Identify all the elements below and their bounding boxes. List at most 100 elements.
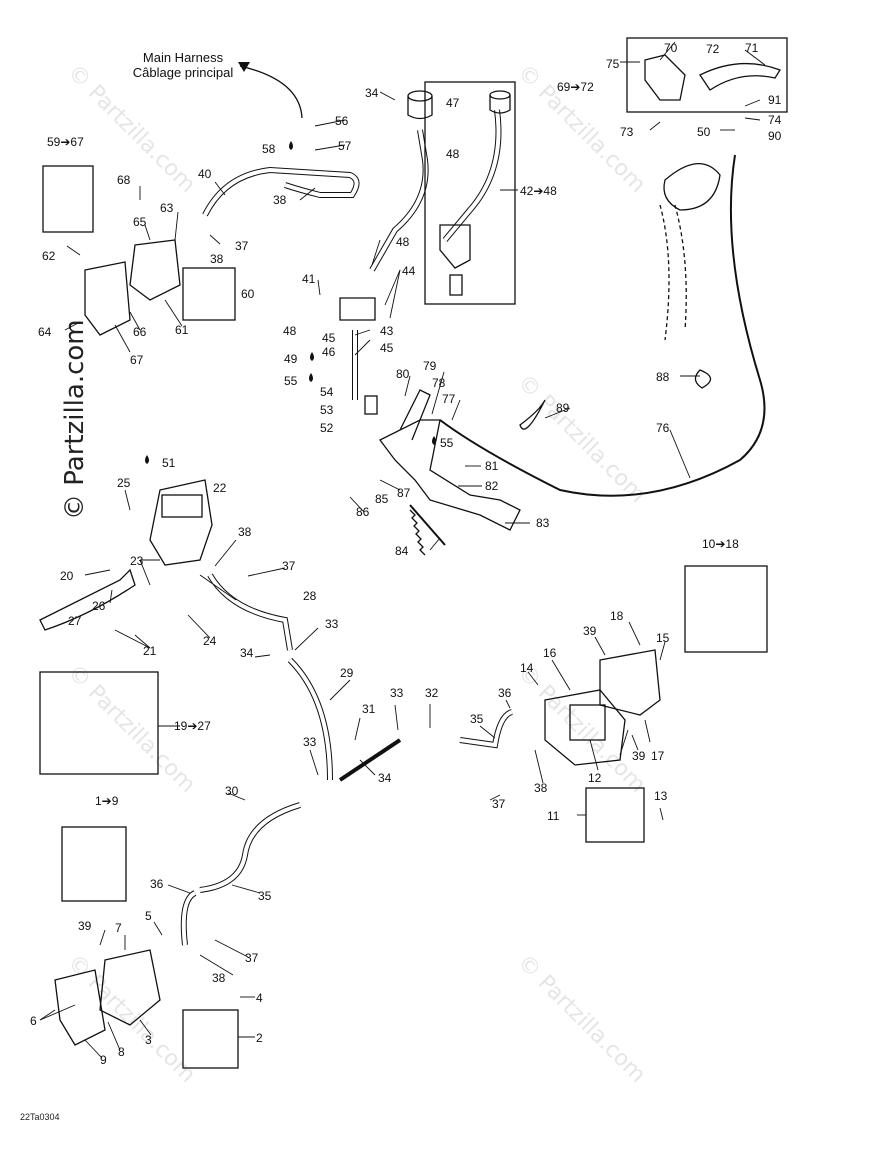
label-47: 47: [446, 96, 460, 110]
label-58: 58: [262, 142, 276, 156]
label-38c: 38: [238, 525, 252, 539]
label-28: 28: [303, 589, 317, 603]
label-65: 65: [133, 215, 147, 229]
label-6: 6: [30, 1014, 37, 1028]
label-79: 79: [423, 359, 437, 373]
label-34c: 34: [365, 86, 379, 100]
label-34a: 34: [240, 646, 254, 660]
label-16: 16: [543, 646, 557, 660]
harness-label-fr: Câblage principal: [132, 65, 234, 80]
label-44: 44: [402, 264, 416, 278]
label-71: 71: [745, 41, 759, 55]
label-48c: 48: [283, 324, 297, 338]
kit-59-67-box: [42, 165, 94, 233]
label-49: 49: [284, 352, 298, 366]
label-35b: 35: [258, 889, 272, 903]
kit-1-9-box: [61, 826, 127, 902]
label-34b: 34: [378, 771, 392, 785]
label-87: 87: [397, 486, 411, 500]
pads-2-box: [182, 1009, 239, 1069]
label-54: 54: [320, 385, 334, 399]
label-59-67: 59➔67: [47, 135, 84, 149]
label-78: 78: [432, 376, 446, 390]
label-37d: 37: [245, 951, 259, 965]
label-42-48: 42➔48: [520, 184, 557, 198]
label-10-18: 10➔18: [702, 537, 739, 551]
label-36a: 36: [498, 686, 512, 700]
label-70: 70: [664, 41, 678, 55]
label-2: 2: [256, 1031, 263, 1045]
label-32: 32: [425, 686, 439, 700]
label-40: 40: [198, 167, 212, 181]
label-33c: 33: [303, 735, 317, 749]
kit-42-48-box: [424, 81, 516, 305]
label-68: 68: [117, 173, 131, 187]
label-82: 82: [485, 479, 499, 493]
label-38e: 38: [212, 971, 226, 985]
label-61: 61: [175, 323, 189, 337]
label-23: 23: [130, 554, 144, 568]
label-4: 4: [256, 991, 263, 1005]
label-72: 72: [706, 42, 720, 56]
label-25: 25: [117, 476, 131, 490]
label-91: 91: [768, 93, 782, 107]
label-77: 77: [442, 392, 456, 406]
label-55a: 55: [284, 374, 298, 388]
label-37a: 37: [235, 239, 249, 253]
label-21: 21: [143, 644, 157, 658]
label-38b: 38: [210, 252, 224, 266]
label-84: 84: [395, 544, 409, 558]
label-3: 3: [145, 1033, 152, 1047]
label-88: 88: [656, 370, 670, 384]
label-75: 75: [606, 57, 620, 71]
drop-icon: [432, 436, 436, 445]
label-31: 31: [362, 702, 376, 716]
label-27: 27: [68, 614, 82, 628]
label-39c: 39: [78, 919, 92, 933]
drop-icons: [145, 141, 436, 464]
label-53: 53: [320, 403, 334, 417]
label-29: 29: [340, 666, 354, 680]
label-20: 20: [60, 569, 74, 583]
label-63: 63: [160, 201, 174, 215]
label-48b: 48: [396, 235, 410, 249]
label-22: 22: [213, 481, 227, 495]
label-67: 67: [130, 353, 144, 367]
label-86: 86: [356, 505, 370, 519]
pads-11-box: [585, 787, 645, 843]
label-62: 62: [42, 249, 56, 263]
label-26: 26: [92, 599, 106, 613]
label-12: 12: [588, 771, 602, 785]
label-57: 57: [338, 139, 352, 153]
label-45a: 45: [322, 331, 336, 345]
label-36b: 36: [150, 877, 164, 891]
label-90: 90: [768, 129, 782, 143]
label-64: 64: [38, 325, 52, 339]
drawing-reference: 22Ta0304: [20, 1112, 60, 1122]
drop-icon: [145, 455, 149, 464]
kit-19-27-box: [39, 671, 159, 775]
harness-label-en: Main Harness: [142, 50, 224, 65]
label-80: 80: [396, 367, 410, 381]
label-33a: 33: [390, 686, 404, 700]
label-60: 60: [241, 287, 255, 301]
label-51: 51: [162, 456, 176, 470]
kit-69-72-box: [626, 37, 788, 113]
label-24: 24: [203, 634, 217, 648]
label-35a: 35: [470, 712, 484, 726]
main-harness-note: Main Harness Câblage principal: [118, 50, 248, 80]
label-33b: 33: [325, 617, 339, 631]
label-66: 66: [133, 325, 147, 339]
label-48a: 48: [446, 147, 460, 161]
label-81: 81: [485, 459, 499, 473]
label-14: 14: [520, 661, 534, 675]
label-11: 11: [547, 809, 560, 823]
label-17: 17: [651, 749, 665, 763]
label-74: 74: [768, 113, 782, 127]
label-46: 46: [322, 345, 336, 359]
label-1-9: 1➔9: [95, 794, 119, 808]
drop-icon: [310, 352, 314, 361]
label-38a: 38: [273, 193, 287, 207]
label-37b: 37: [282, 559, 296, 573]
label-83: 83: [536, 516, 550, 530]
